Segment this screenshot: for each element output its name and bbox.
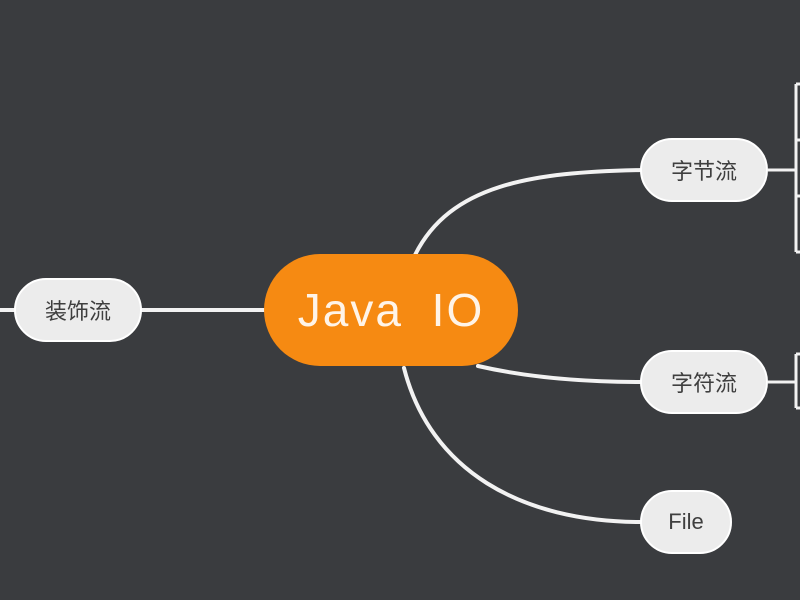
branch-char-stream-children: [768, 352, 800, 410]
branch-byte-stream-children: [768, 82, 800, 254]
topic-node-label: 装饰流: [44, 300, 111, 325]
topic-node-label: 字节流: [670, 160, 737, 185]
topic-node-file[interactable]: File: [640, 490, 732, 554]
root-node-java-io[interactable]: Java IO: [264, 254, 518, 366]
topic-node-label: 字符流: [670, 372, 737, 397]
link-root-file: [402, 366, 644, 524]
topic-node-char-stream[interactable]: 字符流: [640, 350, 768, 414]
topic-node-label: File: [668, 509, 704, 534]
link-root-byte-stream: [413, 168, 644, 257]
link-root-char-stream: [476, 364, 644, 384]
topic-node-decorator-stream[interactable]: 装饰流: [14, 278, 142, 342]
root-node-label: Java IO: [297, 284, 485, 336]
topic-node-byte-stream[interactable]: 字节流: [640, 138, 768, 202]
